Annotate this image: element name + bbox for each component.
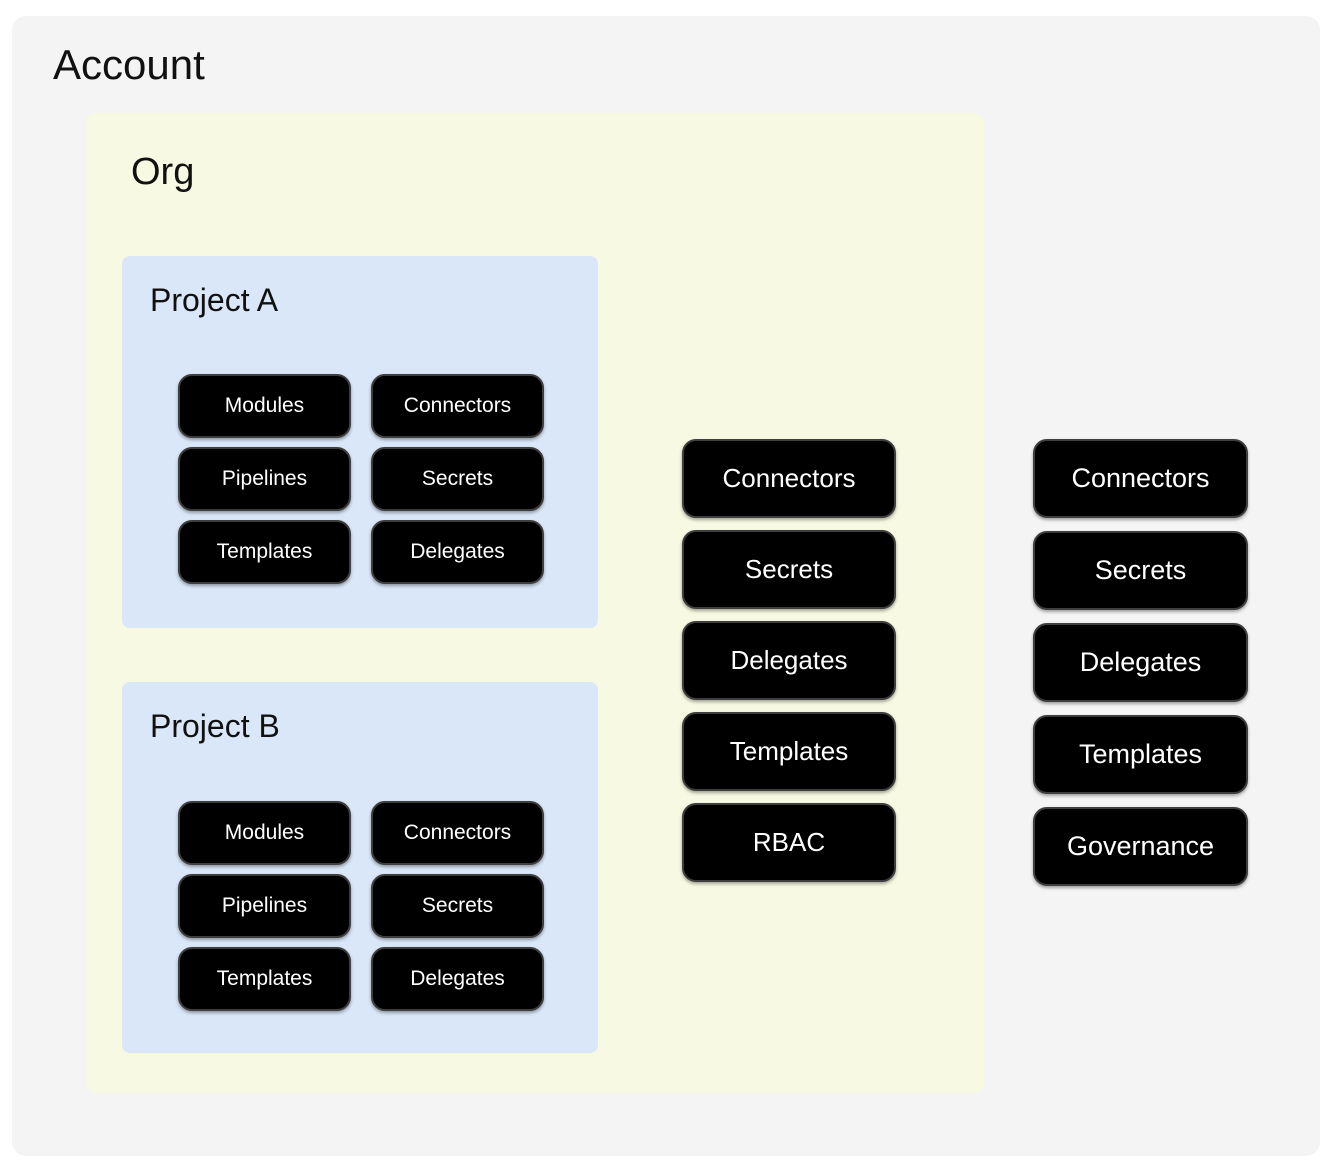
account-title: Account — [53, 41, 205, 88]
org-container: Org Project A Modules Connectors Pipelin… — [86, 113, 984, 1093]
project-a-chip-modules: Modules — [178, 374, 351, 438]
project-b-chip-modules: Modules — [178, 801, 351, 865]
project-a-chip-grid: Modules Connectors Pipelines Secrets Tem… — [178, 374, 544, 584]
account-chip-secrets: Secrets — [1033, 531, 1248, 610]
org-chip-templates: Templates — [682, 712, 896, 791]
project-a-chip-connectors: Connectors — [371, 374, 544, 438]
org-chip-rbac: RBAC — [682, 803, 896, 882]
org-chip-secrets: Secrets — [682, 530, 896, 609]
org-chip-column: Connectors Secrets Delegates Templates R… — [682, 439, 896, 882]
project-a-chip-secrets: Secrets — [371, 447, 544, 511]
project-a-title: Project A — [150, 282, 279, 318]
project-b-chip-templates: Templates — [178, 947, 351, 1011]
project-a-chip-templates: Templates — [178, 520, 351, 584]
org-chip-delegates: Delegates — [682, 621, 896, 700]
org-chip-connectors: Connectors — [682, 439, 896, 518]
project-a-container: Project A Modules Connectors Pipelines S… — [122, 256, 598, 628]
org-title: Org — [131, 151, 195, 193]
account-chip-governance: Governance — [1033, 807, 1248, 886]
project-b-chip-secrets: Secrets — [371, 874, 544, 938]
project-b-title: Project B — [150, 708, 280, 744]
account-chip-column: Connectors Secrets Delegates Templates G… — [1033, 439, 1248, 886]
account-chip-connectors: Connectors — [1033, 439, 1248, 518]
project-b-chip-grid: Modules Connectors Pipelines Secrets Tem… — [178, 801, 544, 1011]
account-chip-delegates: Delegates — [1033, 623, 1248, 702]
account-container: Account Org Project A Modules Connectors… — [12, 16, 1320, 1156]
account-chip-templates: Templates — [1033, 715, 1248, 794]
project-b-container: Project B Modules Connectors Pipelines S… — [122, 682, 598, 1053]
project-b-chip-pipelines: Pipelines — [178, 874, 351, 938]
project-b-chip-delegates: Delegates — [371, 947, 544, 1011]
project-b-chip-connectors: Connectors — [371, 801, 544, 865]
project-a-chip-pipelines: Pipelines — [178, 447, 351, 511]
project-a-chip-delegates: Delegates — [371, 520, 544, 584]
